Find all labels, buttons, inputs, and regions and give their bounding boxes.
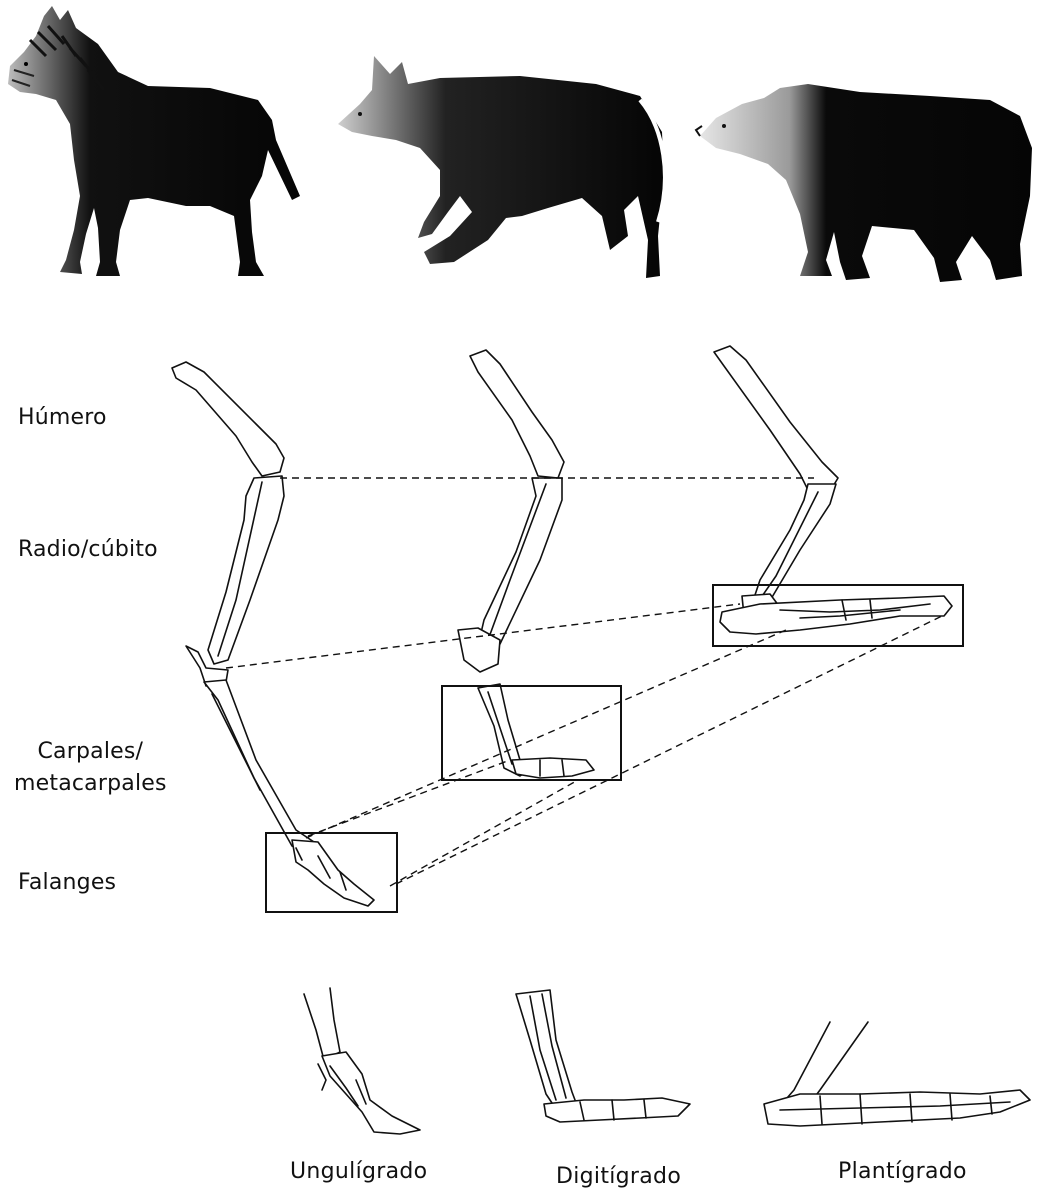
digitigrade-metacarpal	[516, 990, 578, 1112]
connector-lines	[226, 478, 946, 886]
horse-humerus	[172, 362, 284, 476]
phalanges-label: Falanges	[18, 869, 116, 897]
humerus-label: Húmero	[18, 404, 107, 432]
dog-humerus	[470, 350, 564, 478]
radius-ulna-label: Radio/cúbito	[18, 536, 158, 564]
digitigrade-foot	[516, 990, 690, 1122]
horse-metacarpal	[204, 680, 314, 852]
dog-connector-upper	[308, 760, 510, 836]
plantigrade-foot	[764, 1022, 1030, 1126]
horse-radius	[208, 476, 284, 664]
unguligrade-foot	[304, 988, 420, 1134]
phalanx-connector-upper	[306, 630, 786, 838]
bear-forelimb	[714, 346, 952, 634]
horse-phalanges	[292, 840, 374, 906]
dog-radius	[478, 478, 562, 646]
unguligrade-caption: Ungulígrado	[290, 1158, 427, 1186]
zebra-icon	[8, 6, 300, 276]
carpals-label-line1: Carpales/	[14, 736, 167, 768]
unguligrade-phalanges	[322, 1052, 420, 1134]
bear-icon	[696, 84, 1032, 282]
digitigrade-phalanges	[544, 1098, 690, 1122]
plantigrade-caption: Plantígrado	[838, 1158, 967, 1186]
bear-humerus	[714, 346, 838, 490]
horse-forelimb	[172, 362, 374, 906]
highlight-boxes	[266, 585, 963, 912]
dog-connector-lower	[390, 780, 578, 886]
digitigrade-caption: Digitígrado	[556, 1163, 681, 1191]
wolf-icon	[338, 56, 665, 278]
dog-forelimb	[458, 350, 594, 778]
dog-phalanges	[512, 758, 594, 778]
carpals-label-line2: metacarpales	[14, 768, 167, 800]
carpals-label: Carpales/ metacarpales	[14, 736, 167, 800]
